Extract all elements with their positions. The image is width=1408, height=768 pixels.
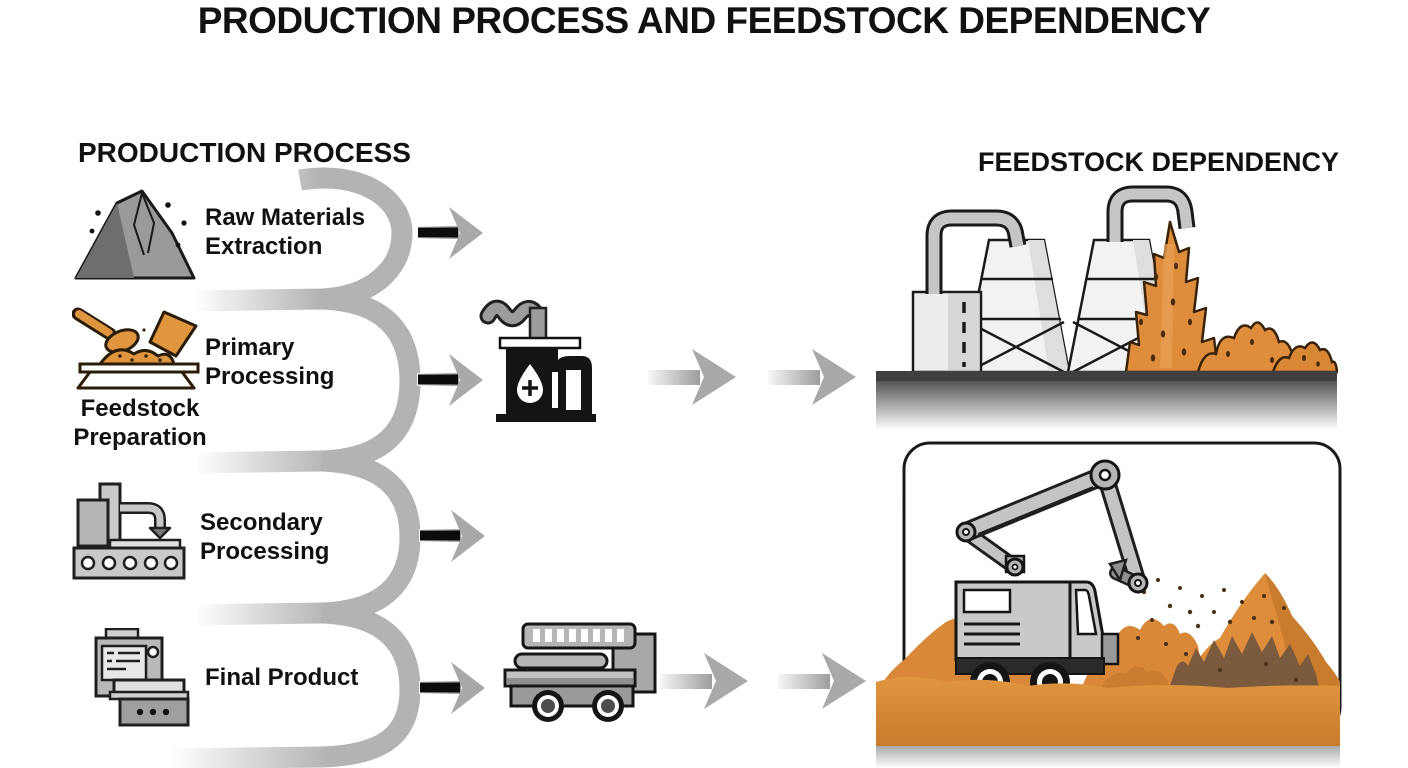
feedstock-ground [876,677,1340,746]
stage-label-secondary-processing: Secondary Processing [200,508,329,566]
stage-label-line: Preparation [73,424,207,451]
stage-label-line: Processing [205,363,335,390]
falling-feedstock-speckles [1136,578,1298,682]
stage-label-line: Final Product [205,664,359,691]
stage-label-primary-processing: Primary Processing [205,333,334,391]
ribbon-loop-2 [189,288,421,474]
stage-label-final-product: Final Product [205,663,358,692]
mountain-icon [74,189,196,280]
stage-label-raw-materials: Raw Materials Extraction [205,203,365,261]
right-arrow-icon [768,349,856,405]
right-arrow-icon [417,354,483,406]
ground-bar [876,371,1337,381]
right-arrow-icon [778,653,866,709]
production-process-heading: PRODUCTION PROCESS [78,137,411,168]
industrial-plant-illustration [876,185,1338,430]
dark-feedstock-pile [1168,632,1320,692]
right-arrow-icon [417,207,483,259]
refinery-icon [479,299,596,422]
stage-label-line: Raw Materials [205,204,366,231]
feedstock-dependency-heading: FEEDSTOCK DEPENDENCY [978,147,1340,177]
final-product-machine-icon [94,628,190,727]
right-arrow-icon [419,662,485,714]
flatbed-truck-icon [503,622,657,722]
feedstock-preparation-label: Feedstock Preparation [40,394,240,452]
stage-label-line: Primary [205,334,295,361]
stage-label-line: Processing [200,538,330,565]
page-title: PRODUCTION PROCESS AND FEEDSTOCK DEPENDE… [197,0,1211,41]
stage-label-line: Secondary [200,509,323,536]
ribbon-loop-3 [189,450,421,626]
ribbon-loop-4 [164,602,421,768]
processing-machine-icon [72,482,186,580]
right-arrow-icon [419,510,485,562]
right-arrow-icon [660,653,748,709]
feedstock-scoop-icon [72,307,200,390]
stage-label-line: Extraction [205,233,323,260]
right-arrow-icon [648,349,736,405]
crane-truck-illustration [876,441,1342,768]
pile-speckles [1139,262,1320,367]
stage-label-line: Feedstock [80,395,200,422]
